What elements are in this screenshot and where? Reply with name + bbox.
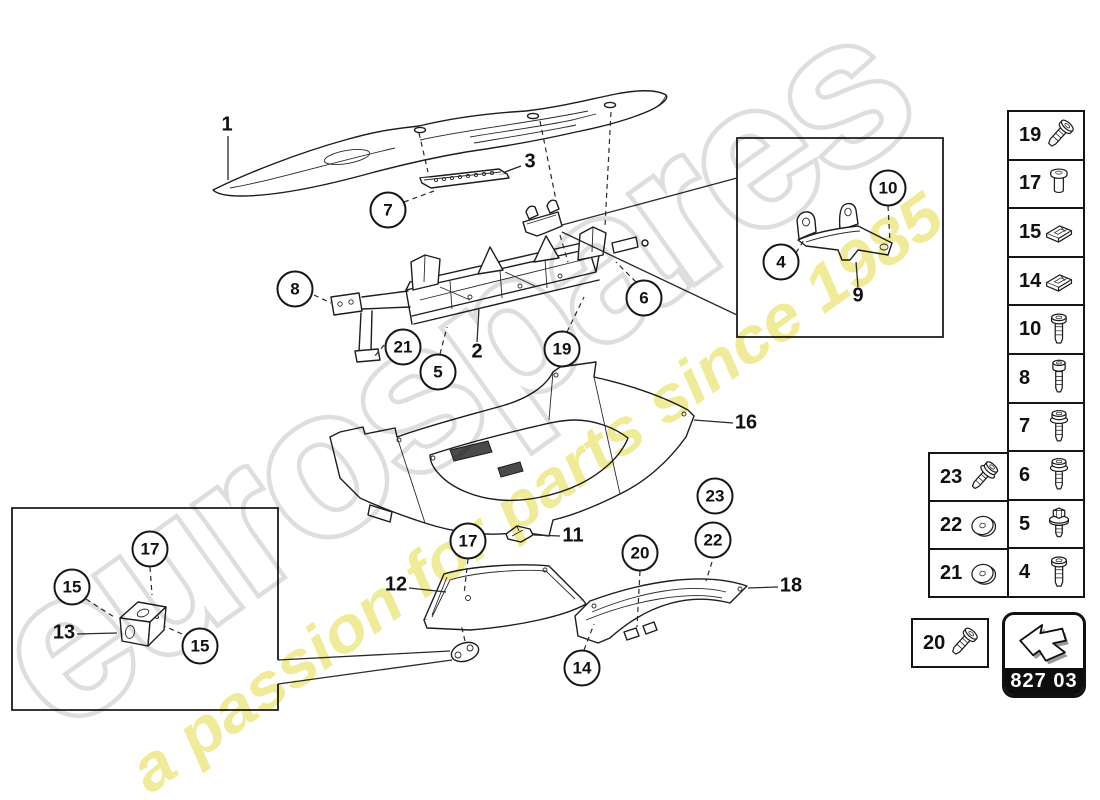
leader-lines <box>77 136 858 634</box>
clip-speed-nut-icon <box>1046 274 1073 292</box>
legend-item-number: 15 <box>1019 220 1042 243</box>
washer-disc-icon <box>971 515 997 537</box>
diagram-code-tile[interactable]: 827 03 <box>1002 612 1086 698</box>
callout-12[interactable]: 12 <box>384 573 408 596</box>
legend-item-number: 21 <box>940 561 963 584</box>
clip-11-drawing <box>506 526 533 542</box>
screw-cheese-head-icon <box>1052 359 1066 393</box>
callout-18[interactable]: 18 <box>779 574 803 597</box>
legend-item-number: 8 <box>1019 366 1031 389</box>
screw-angled-icon <box>1048 119 1075 147</box>
legend-item-19[interactable]: 19 <box>1007 110 1085 161</box>
washer-disc-icon <box>971 563 997 585</box>
callout-19[interactable]: 19 <box>543 330 581 368</box>
legend-item-6[interactable]: 6 <box>1007 450 1085 501</box>
leader-lines-dashed <box>86 112 890 650</box>
trim-panel-18-drawing <box>575 579 747 643</box>
legend-item-number: 6 <box>1019 463 1031 486</box>
screw-pan-head-icon <box>1051 556 1067 587</box>
legend-item-22[interactable]: 22 <box>928 500 1009 550</box>
detail-box-right <box>562 138 943 337</box>
legend-item-number: 14 <box>1019 269 1042 292</box>
screw-pan-head-icon <box>1051 313 1068 344</box>
oval-bracket-drawing <box>449 639 481 665</box>
legend-item-20[interactable]: 20 <box>911 618 989 668</box>
callout-6[interactable]: 6 <box>625 279 663 317</box>
callout-14[interactable]: 14 <box>563 649 601 687</box>
legend-item-7[interactable]: 7 <box>1007 401 1085 453</box>
bolt-hex-flange-icon <box>1048 507 1070 538</box>
callout-20[interactable]: 20 <box>621 534 659 572</box>
third-brake-light-strip-drawing <box>420 169 509 188</box>
legend-item-21[interactable]: 21 <box>928 548 1009 598</box>
legend-item-number: 7 <box>1019 415 1031 438</box>
legend-item-number: 23 <box>940 465 963 488</box>
legend-item-number: 22 <box>940 513 963 536</box>
callout-15[interactable]: 15 <box>181 627 219 665</box>
screw-washer-angled-icon <box>971 461 999 490</box>
legend-item-10[interactable]: 10 <box>1007 304 1085 355</box>
bracket-13-drawing <box>120 602 166 646</box>
callout-3[interactable]: 3 <box>524 150 536 173</box>
rear-spoiler-drawing <box>213 91 667 196</box>
callout-21[interactable]: 21 <box>384 328 422 366</box>
clip-speed-nut-icon <box>1046 225 1073 244</box>
legend-item-5[interactable]: 5 <box>1007 498 1085 550</box>
undertray-drawing <box>330 362 694 536</box>
legend-item-number: 4 <box>1019 561 1031 584</box>
callout-13[interactable]: 13 <box>52 621 76 644</box>
callout-15[interactable]: 15 <box>53 568 91 606</box>
screw-angled-icon <box>952 627 979 655</box>
callout-11[interactable]: 11 <box>562 524 584 547</box>
callout-5[interactable]: 5 <box>419 353 457 391</box>
rivet-icon <box>1050 168 1068 193</box>
legend-item-number: 19 <box>1019 123 1042 146</box>
callout-9[interactable]: 9 <box>852 284 864 307</box>
legend-item-number: 5 <box>1019 512 1031 535</box>
legend-item-17[interactable]: 17 <box>1007 158 1085 210</box>
legend-item-number: 20 <box>923 631 946 654</box>
small-bracket-drawing <box>523 200 562 236</box>
legend-item-23[interactable]: 23 <box>928 452 1009 502</box>
callout-2[interactable]: 2 <box>471 340 483 363</box>
back-arrow-icon <box>1019 624 1069 665</box>
legend-item-4[interactable]: 4 <box>1007 547 1085 598</box>
callout-17[interactable]: 17 <box>449 522 487 560</box>
diagram-code-label: 827 03 <box>1005 668 1083 695</box>
trim-panel-12-drawing <box>424 565 586 630</box>
detail-box-left <box>12 508 452 710</box>
legend-item-number: 17 <box>1019 172 1042 195</box>
callout-1[interactable]: 1 <box>221 113 233 136</box>
legend-item-number: 10 <box>1019 318 1042 341</box>
crossmember-drawing <box>331 227 648 362</box>
screw-flange-icon <box>1049 458 1069 491</box>
callout-16[interactable]: 16 <box>734 411 758 434</box>
legend-item-8[interactable]: 8 <box>1007 353 1085 404</box>
callout-22[interactable]: 22 <box>694 521 732 559</box>
callout-23[interactable]: 23 <box>696 477 734 515</box>
legend-item-14[interactable]: 14 <box>1007 255 1085 307</box>
callout-8[interactable]: 8 <box>276 270 314 308</box>
screw-flange-icon <box>1049 409 1069 442</box>
bracket-9-drawing <box>797 204 892 260</box>
callout-10[interactable]: 10 <box>869 169 907 207</box>
legend-item-15[interactable]: 15 <box>1007 207 1085 258</box>
callout-7[interactable]: 7 <box>369 191 407 229</box>
callout-4[interactable]: 4 <box>762 243 800 281</box>
callout-17[interactable]: 17 <box>131 530 169 568</box>
